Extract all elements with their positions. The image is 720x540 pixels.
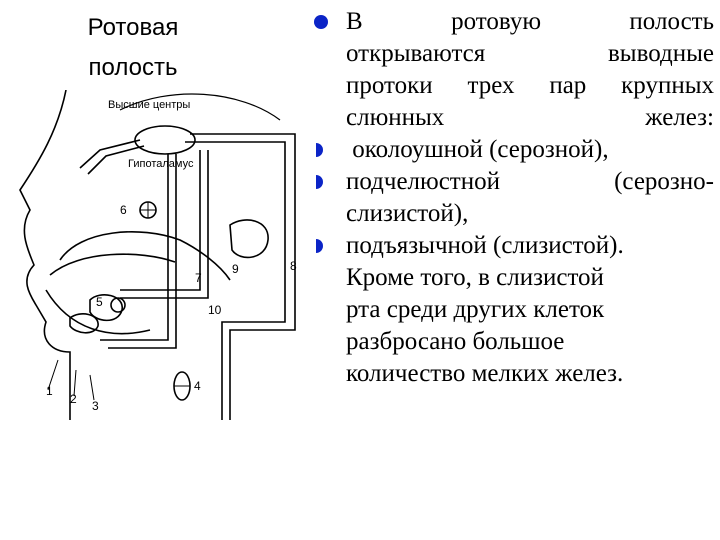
paragraph-parotid: околоушной (серозной), — [312, 134, 714, 166]
head-profile-outline — [19, 90, 71, 420]
slide-content: В ротовую полость открываются выводные п… — [312, 6, 714, 390]
label-number-2: 2 — [70, 392, 77, 406]
label-number-7: 7 — [195, 271, 202, 285]
parotid-text: околоушной (серозной), — [346, 136, 609, 163]
slide-title-line2: полость — [88, 54, 178, 81]
intro-line-4: слюнных желез: — [346, 104, 714, 131]
slide-title: Ротовая полость — [58, 8, 208, 88]
brain-arc — [119, 93, 281, 121]
intro-line-3: протоки трех пар крупных — [346, 72, 714, 99]
sublingual-line-2: Кроме того, в слизистой — [346, 264, 604, 291]
submandibular-line-1: подчелюстной (серозно- — [346, 168, 714, 195]
label-number-6: 6 — [120, 203, 127, 217]
label-hypothalamus: Гипоталамус — [128, 158, 194, 170]
slide-title-line1: Ротовая — [87, 14, 179, 41]
sublingual-line-4: разбросано большое — [346, 328, 565, 355]
sublingual-gland — [69, 313, 99, 334]
label-number-5: 5 — [96, 295, 103, 309]
label-number-8: 8 — [290, 259, 297, 273]
jaw-outline — [45, 289, 151, 335]
paragraph-sublingual: подъязычной (слизистой). Кроме того, в с… — [312, 230, 714, 390]
pathway-lower — [120, 150, 201, 291]
bullet-half-circle-icon — [316, 175, 323, 189]
submandibular-line-2: слизистой), — [346, 200, 469, 227]
label-number-3: 3 — [92, 399, 99, 413]
salivary-reflex-diagram: Высшие центры Гипоталамус 1 2 3 4 5 6 7 … — [0, 90, 320, 420]
intro-line-2: открываются выводные — [346, 40, 714, 67]
label-number-10: 10 — [208, 303, 222, 317]
label-higher-centers: Высшие центры — [108, 99, 190, 111]
sublingual-line-3: рта среди других клеток — [346, 296, 605, 323]
bullet-half-circle-icon — [316, 239, 323, 253]
tongue-outline — [59, 231, 231, 281]
intro-line-1: В ротовую полость — [346, 8, 714, 35]
sublingual-line-5: количество мелких желез. — [346, 360, 624, 387]
label-number-9: 9 — [232, 262, 239, 276]
bullet-dot-icon — [314, 15, 328, 29]
paragraph-intro: В ротовую полость открываются выводные п… — [312, 6, 714, 134]
label-number-1: 1 — [46, 384, 53, 398]
pathway-center — [100, 154, 169, 341]
sublingual-line-1: подъязычной (слизистой). — [346, 232, 624, 259]
paragraph-submandibular: подчелюстной (серозно- слизистой), — [312, 166, 714, 230]
pathway-top — [190, 133, 296, 420]
pathway-left-1 — [79, 139, 141, 169]
hypothalamus-oval — [134, 125, 196, 155]
bullet-half-circle-icon — [316, 143, 323, 157]
parotid-gland — [229, 219, 269, 259]
ganglion-5 — [110, 297, 126, 313]
label-number-4: 4 — [194, 379, 201, 393]
